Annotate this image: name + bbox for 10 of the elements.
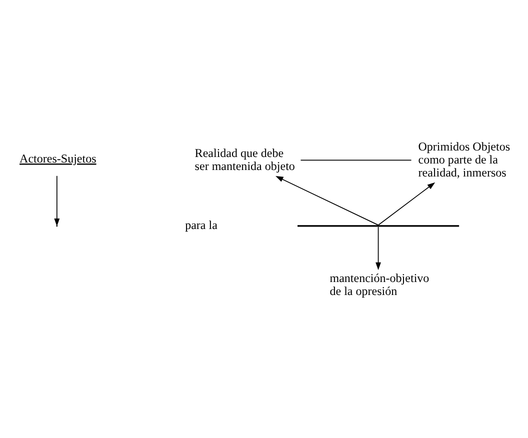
arrow <box>276 176 379 225</box>
node-text: Oprimidos Objetos como parte de la realidad, inmersos <box>418 139 510 179</box>
label: para la <box>185 218 218 232</box>
node-bar <box>298 224 460 226</box>
node-text: Actores-Sujetos <box>20 151 96 166</box>
connector <box>300 159 412 160</box>
arrow <box>376 226 381 270</box>
node-text: Realidad que debe ser mantenida objeto <box>194 145 295 172</box>
node-text: mantención-objetivo de la opresión <box>330 270 430 298</box>
arrow <box>378 182 436 225</box>
